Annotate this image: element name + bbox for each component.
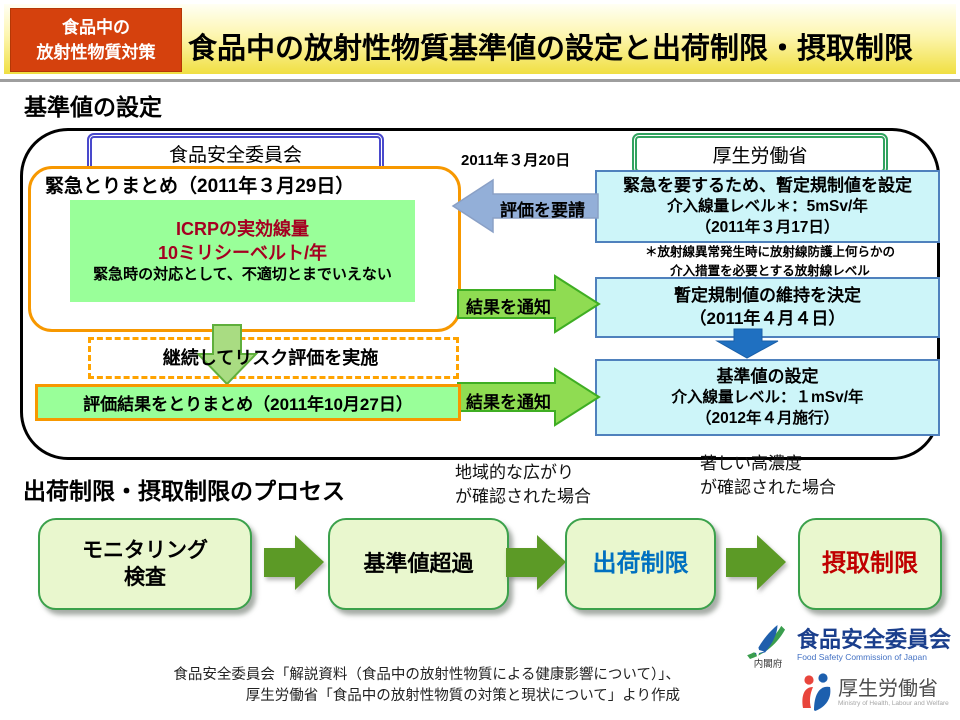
step-intake-label: 摂取制限 bbox=[822, 550, 918, 578]
source-caption-line2: 厚生労働省「食品中の放射性物質の対策と現状について」より作成 bbox=[245, 688, 680, 704]
icrp-line1: ICRPの実効線量 bbox=[175, 218, 309, 239]
source-caption-line1: 食品安全委員会「解説資料（食品中の放射性物質による健康影響について）」、 bbox=[173, 667, 680, 683]
standards-heading: 基準値の設定 bbox=[24, 94, 162, 120]
notify-arrow2-label: 結果を通知 bbox=[466, 393, 551, 412]
notify-arrow1-icon bbox=[457, 274, 601, 334]
header-badge: 食品中の 放射性物質対策 bbox=[10, 8, 182, 72]
mhlw-logo-jp: 厚生労働省 bbox=[838, 677, 938, 700]
fsc-logo-en: Food Safety Commission of Japan bbox=[797, 652, 927, 662]
maintain-box: 暫定規制値の維持を決定 （2011年４月４日） bbox=[595, 277, 940, 338]
provisional-box: 緊急を要するため、暫定規制値を設定 介入線量レベル＊：5mSv/年 （2011年… bbox=[595, 170, 940, 243]
provisional-line2: 介入線量レベル＊：5mSv/年 bbox=[667, 198, 868, 216]
continue-risk-box bbox=[88, 337, 459, 379]
intake-note: 著しい高濃度 が確認された場合 bbox=[700, 452, 836, 500]
shipment-note: 地域的な広がり が確認された場合 bbox=[455, 461, 591, 509]
step-intake-box: 摂取制限 bbox=[798, 518, 942, 610]
provisional-line1: 緊急を要するため、暫定規制値を設定 bbox=[623, 175, 912, 195]
mhlw-logo: 厚生労働省 Ministry of Health, Labour and Wel… bbox=[800, 672, 949, 712]
standard-line1: 基準値の設定 bbox=[716, 366, 819, 386]
icrp-line3: 緊急時の対応として、不適切とまでいえない bbox=[93, 266, 392, 284]
notify-arrow1-label: 結果を通知 bbox=[466, 298, 551, 317]
request-left-arrow-icon bbox=[451, 178, 599, 234]
request-arrow-label: 評価を要請 bbox=[500, 201, 585, 220]
provisional-line3: （2011年３月17日） bbox=[695, 218, 840, 236]
header-badge-line1: 食品中の bbox=[62, 18, 130, 37]
step-monitoring-box: モニタリング 検査 bbox=[38, 518, 252, 610]
request-date: 2011年３月20日 bbox=[461, 152, 571, 169]
header-divider bbox=[0, 79, 960, 82]
footnote-line1: ＊放射線異常発生時に放射線防護上何らかの bbox=[644, 245, 895, 259]
process-arrow2-icon bbox=[506, 535, 566, 590]
green-down-arrow-icon bbox=[195, 324, 259, 386]
intake-note-line1: 著しい高濃度 bbox=[700, 454, 802, 473]
standard-line3: （2012年４月施行） bbox=[696, 409, 839, 427]
fsc-cabinet-label: 内閣府 bbox=[753, 659, 783, 670]
mhlw-figures-icon bbox=[802, 673, 831, 711]
maintain-line1: 暫定規制値の維持を決定 bbox=[674, 286, 861, 306]
intake-note-line2: が確認された場合 bbox=[700, 478, 836, 497]
standard-box: 基準値の設定 介入線量レベル：１mSv/年 （2012年４月施行） bbox=[595, 359, 940, 436]
step-exceed-box: 基準値超過 bbox=[328, 518, 509, 610]
process-arrow3-icon bbox=[726, 535, 786, 590]
blue-down-arrow-icon bbox=[715, 328, 779, 359]
fsc-logo-jp: 食品安全委員会 bbox=[797, 627, 952, 652]
process-heading: 出荷制限・摂取制限のプロセス bbox=[23, 478, 345, 504]
icrp-box: ICRPの実効線量 10ミリシーベルト/年 緊急時の対応として、不適切とまでいえ… bbox=[70, 200, 415, 302]
page-title: 食品中の放射性物質基準値の設定と出荷制限・摂取制限 bbox=[188, 33, 914, 65]
fsc-summary-title: 緊急とりまとめ（2011年３月29日） bbox=[45, 176, 355, 197]
fsc-logo: 内閣府 食品安全委員会 Food Safety Commission of Ja… bbox=[744, 624, 951, 670]
mhlw-logo-en: Ministry of Health, Labour and Welfare bbox=[838, 699, 949, 707]
icrp-line2: 10ミリシーベルト/年 bbox=[157, 242, 328, 263]
evaluation-result-box: 評価結果をとりまとめ（2011年10月27日） bbox=[35, 384, 461, 421]
step-monitoring-line1: モニタリング bbox=[82, 538, 208, 562]
maintain-line2: （2011年４月４日） bbox=[689, 308, 846, 328]
shipment-note-line1: 地域的な広がり bbox=[455, 463, 574, 482]
source-caption: 食品安全委員会「解説資料（食品中の放射性物質による健康影響について）」、 厚生労… bbox=[80, 665, 680, 707]
standard-line2: 介入線量レベル：１mSv/年 bbox=[671, 389, 864, 407]
step-exceed-label: 基準値超過 bbox=[363, 550, 474, 576]
step-shipment-label: 出荷制限 bbox=[592, 550, 689, 578]
continue-risk-label: 継続してリスク評価を実施 bbox=[162, 347, 379, 368]
mhlw-agency-box: 厚生労働省 bbox=[632, 133, 888, 175]
fsc-leaf-icon bbox=[747, 624, 786, 660]
process-arrow1-icon bbox=[264, 535, 324, 590]
shipment-note-line2: が確認された場合 bbox=[455, 487, 591, 506]
step-shipment-box: 出荷制限 bbox=[565, 518, 716, 610]
step-monitoring-line2: 検査 bbox=[124, 566, 166, 589]
intervention-footnote: ＊放射線異常発生時に放射線防護上何らかの 介入措置を必要とする放射線レベル bbox=[608, 243, 932, 282]
header-badge-line2: 放射性物質対策 bbox=[36, 43, 156, 62]
notify-arrow2-icon bbox=[457, 367, 601, 427]
footnote-line2: 介入措置を必要とする放射線レベル bbox=[670, 264, 870, 279]
